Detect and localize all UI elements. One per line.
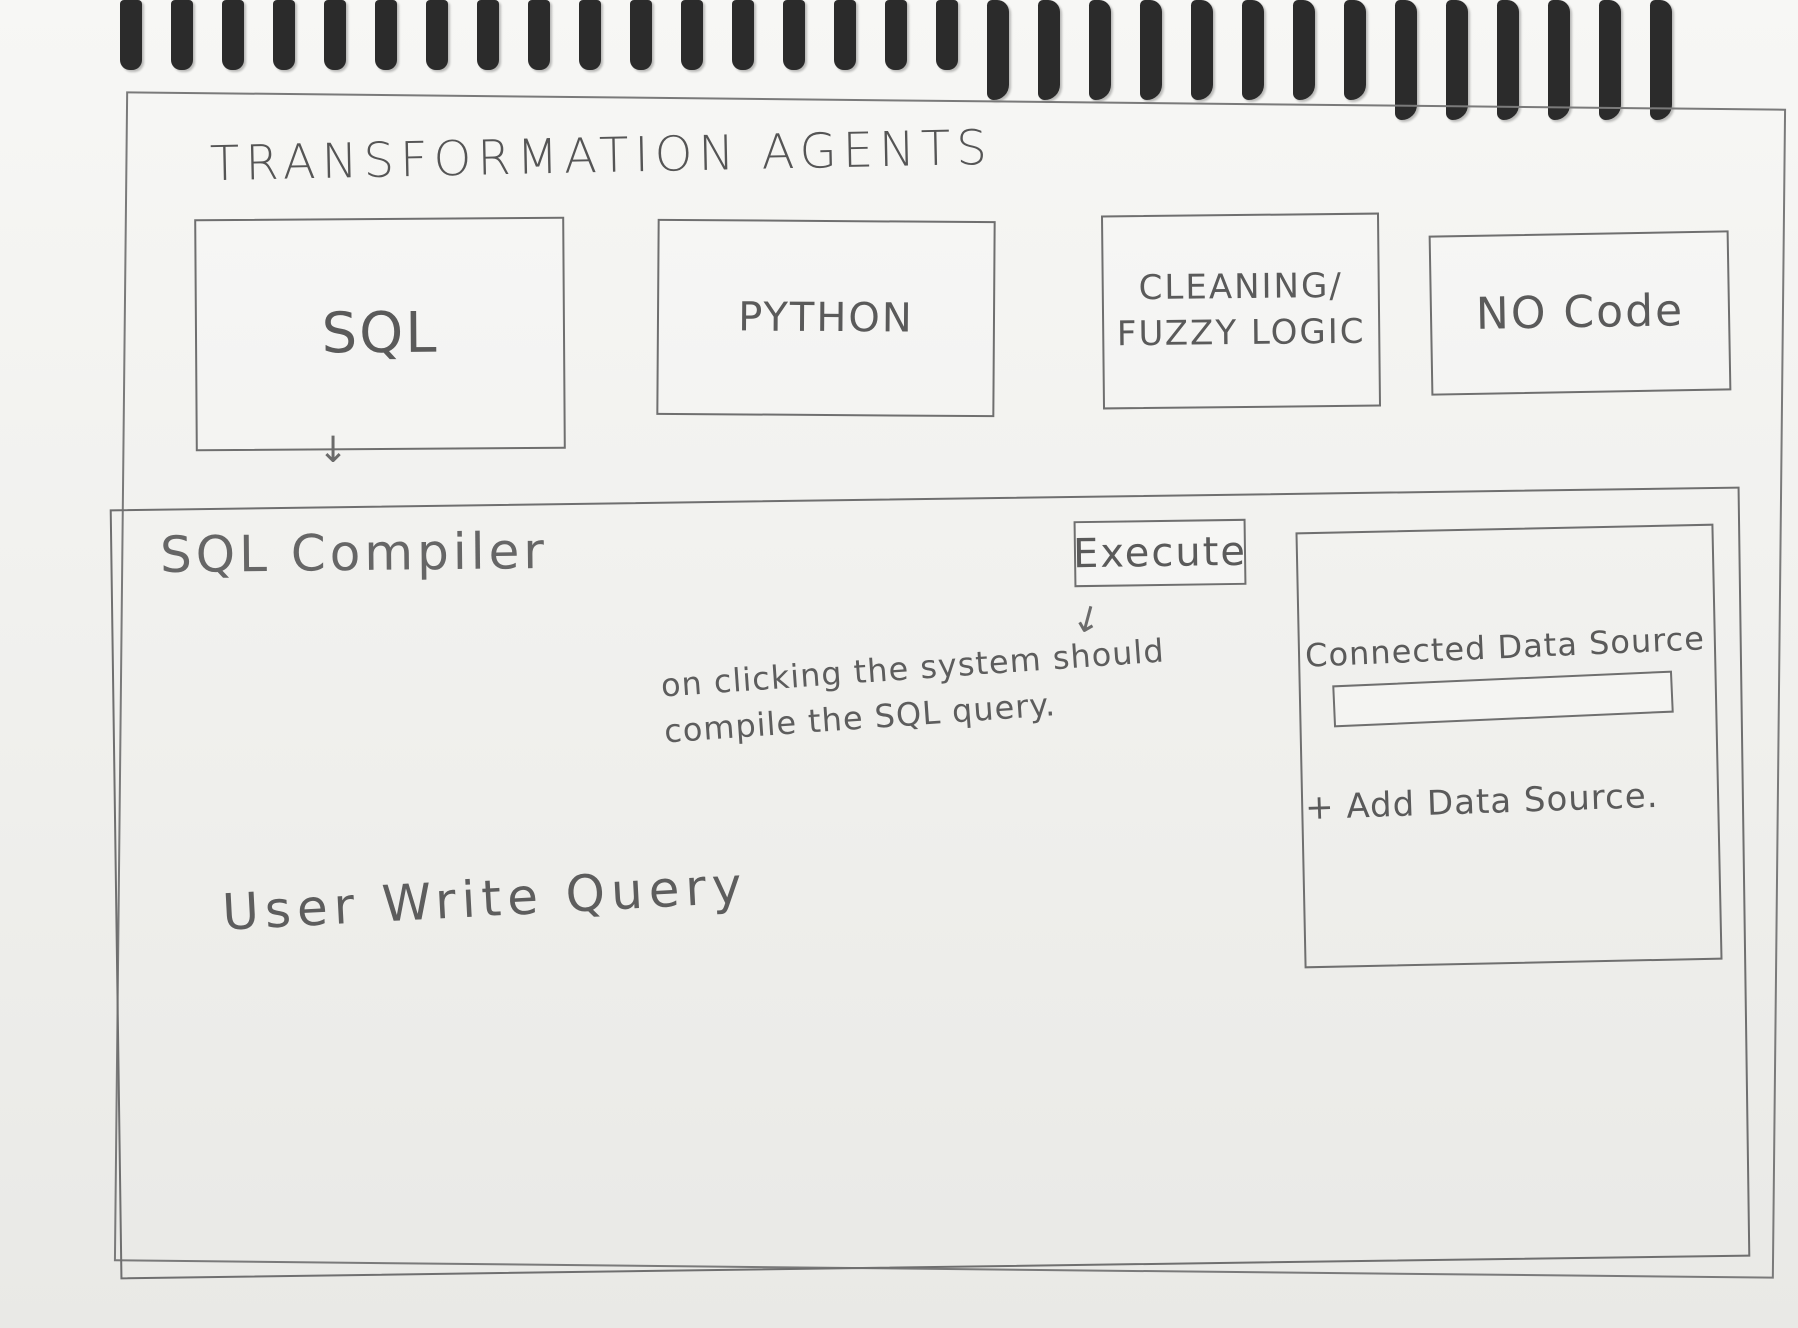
execute-button[interactable]: Execute: [1073, 518, 1247, 588]
data-source-panel: [1295, 523, 1723, 969]
agent-card-cleaning[interactable]: CLEANING/ FUZZY LOGIC: [1100, 212, 1382, 410]
arrow-down-icon: ↓: [318, 430, 349, 471]
agent-card-python[interactable]: PYTHON: [656, 218, 996, 418]
spiral-binding: [120, 0, 1780, 140]
agent-card-sql[interactable]: SQL: [194, 216, 566, 452]
compiler-title: SQL Compiler: [159, 521, 549, 585]
agent-card-no-code[interactable]: NO Code: [1428, 230, 1732, 396]
